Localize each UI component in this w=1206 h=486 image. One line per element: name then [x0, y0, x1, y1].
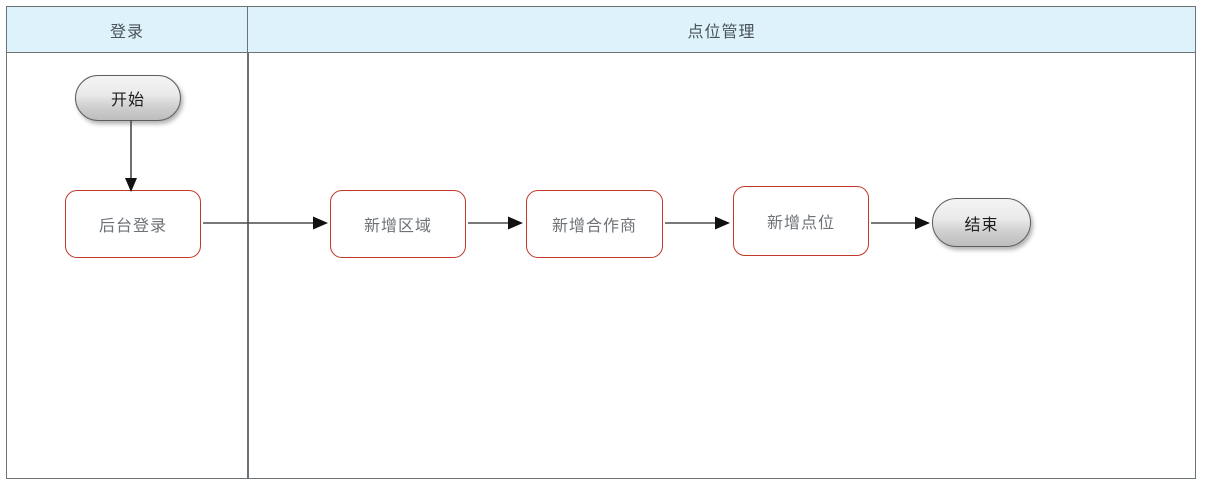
edge-add-point-to-end: [871, 216, 930, 230]
node-end[interactable]: 结束: [932, 198, 1031, 247]
edge-backend-login-to-add-region: [203, 216, 328, 230]
node-backend-login[interactable]: 后台登录: [65, 190, 201, 258]
lane-header-login: 登录: [7, 7, 248, 53]
node-add-region[interactable]: 新增区域: [330, 190, 466, 258]
edge-add-partner-to-add-point: [665, 216, 730, 230]
edge-start-to-backend-login: [125, 120, 137, 192]
node-start[interactable]: 开始: [75, 75, 181, 121]
edge-add-region-to-add-partner: [468, 216, 523, 230]
swimlane-table: 登录 点位管理: [6, 6, 1196, 479]
lane-column-divider: [247, 53, 249, 478]
node-add-point[interactable]: 新增点位: [733, 186, 869, 256]
swimlane-header-row: 登录 点位管理: [7, 7, 1195, 53]
lane-header-point-management: 点位管理: [248, 7, 1195, 53]
node-add-partner[interactable]: 新增合作商: [526, 190, 663, 258]
